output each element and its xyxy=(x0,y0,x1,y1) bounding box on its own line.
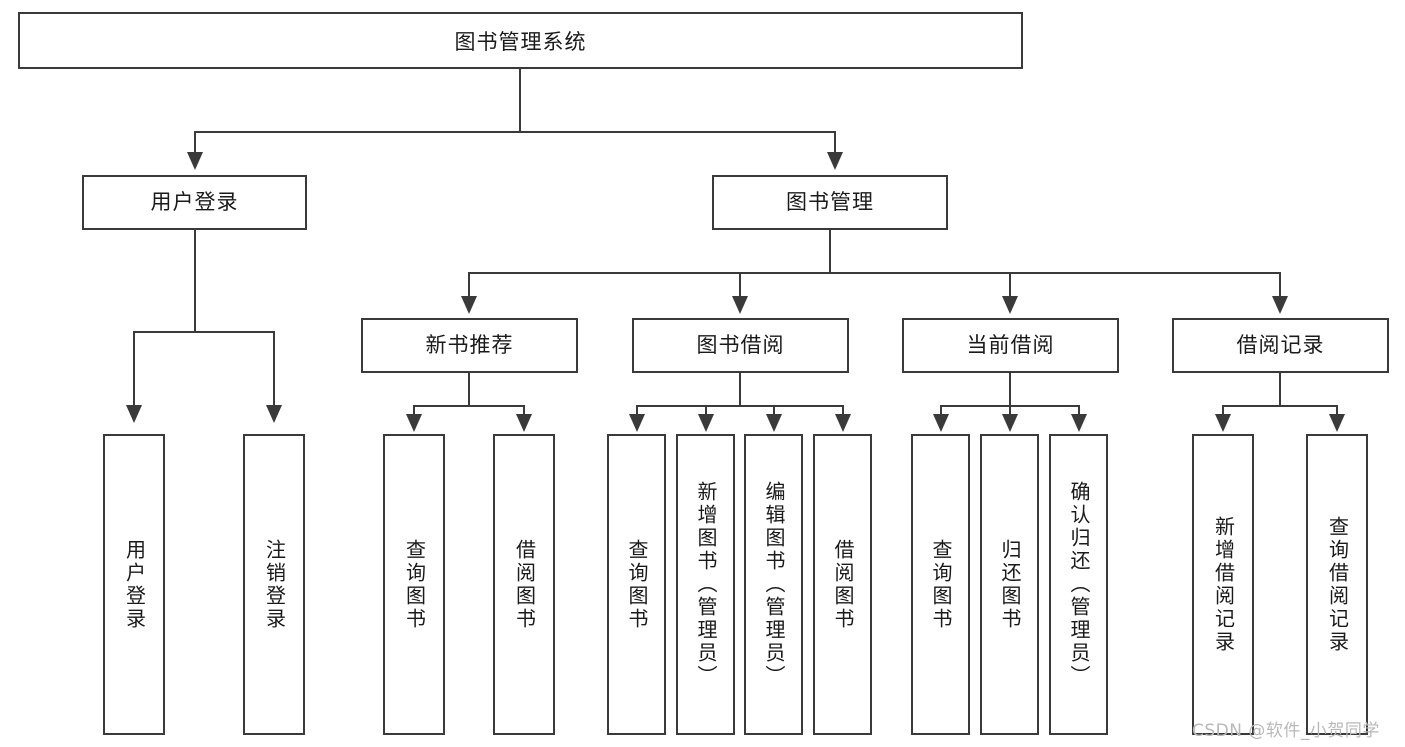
node-label: 借阅记录 xyxy=(1236,332,1325,357)
leaf-label: 确认归还（管理员） xyxy=(1067,481,1091,688)
arrow-user-login-to-leaf-1 xyxy=(266,405,282,423)
connector-book-manage-bus xyxy=(469,272,1281,274)
connector-root-to-user-login xyxy=(194,131,196,156)
arrow-book-manage-to-borrow-record xyxy=(1272,296,1288,314)
leaf-book-borrow-0[interactable]: 查询图书 xyxy=(607,434,666,735)
arrow-borrow-record-to-leaf-1 xyxy=(1329,414,1345,432)
leaf-current-borrow-2[interactable]: 确认归还（管理员） xyxy=(1049,434,1108,735)
leaf-new-book-recommend-0[interactable]: 查询图书 xyxy=(383,434,445,735)
leaf-label: 用户登录 xyxy=(122,538,147,631)
connector-book-manage-stem xyxy=(829,230,831,273)
connector-new-book-bus xyxy=(414,405,525,407)
leaf-book-borrow-2[interactable]: 编辑图书（管理员） xyxy=(744,434,803,735)
arrow-current-borrow-to-leaf-0 xyxy=(933,414,949,432)
connector-new-book-to-leaf-0 xyxy=(413,405,415,419)
connector-borrow-record-to-leaf-1 xyxy=(1336,405,1338,419)
node-root-system[interactable]: 图书管理系统 xyxy=(18,12,1023,69)
connector-current-borrow-to-leaf-2 xyxy=(1078,405,1080,419)
connector-user-login-stem xyxy=(194,230,196,332)
node-book-borrow[interactable]: 图书借阅 xyxy=(632,318,849,373)
node-label: 新书推荐 xyxy=(425,332,514,357)
leaf-new-book-recommend-1[interactable]: 借阅图书 xyxy=(493,434,555,735)
arrow-book-manage-to-new-book xyxy=(461,296,477,314)
connector-book-borrow-to-leaf-2 xyxy=(773,405,775,419)
node-label: 图书管理系统 xyxy=(454,29,587,54)
arrow-book-manage-to-current-borrow xyxy=(1002,296,1018,314)
node-borrow-record[interactable]: 借阅记录 xyxy=(1172,318,1389,373)
connector-current-borrow-stem xyxy=(1009,373,1011,406)
leaf-current-borrow-0[interactable]: 查询图书 xyxy=(911,434,970,735)
connector-user-login-to-leaf-1 xyxy=(273,331,275,409)
connector-new-book-stem xyxy=(468,373,470,406)
connector-root-stem xyxy=(519,69,521,132)
leaf-label: 借阅图书 xyxy=(831,538,855,631)
node-label: 当前借阅 xyxy=(966,332,1055,357)
connector-borrow-record-stem xyxy=(1279,373,1281,406)
watermark-text: CSDN @软件_小贺同学 xyxy=(1192,721,1380,741)
connector-book-borrow-bus xyxy=(637,405,844,407)
leaf-user-login-1[interactable]: 注销登录 xyxy=(243,434,305,735)
leaf-label: 编辑图书（管理员） xyxy=(762,481,786,688)
node-user-login[interactable]: 用户登录 xyxy=(82,175,307,230)
connector-root-bus xyxy=(195,131,836,133)
arrow-new-book-to-leaf-1 xyxy=(516,414,532,432)
leaf-label: 查询图书 xyxy=(402,538,427,631)
node-book-management[interactable]: 图书管理 xyxy=(712,175,948,230)
node-label: 图书管理 xyxy=(786,189,874,214)
arrow-book-manage-to-book-borrow xyxy=(732,296,748,314)
arrow-root-to-user-login xyxy=(187,152,203,170)
leaf-label: 查询图书 xyxy=(625,538,649,631)
node-current-borrow[interactable]: 当前借阅 xyxy=(902,318,1119,373)
leaf-label: 归还图书 xyxy=(998,538,1022,631)
arrow-book-borrow-to-leaf-1 xyxy=(698,414,714,432)
connector-book-manage-to-book-borrow xyxy=(739,272,741,300)
leaf-borrow-record-1[interactable]: 查询借阅记录 xyxy=(1306,434,1368,735)
arrow-borrow-record-to-leaf-0 xyxy=(1215,414,1231,432)
connector-book-borrow-to-leaf-3 xyxy=(842,405,844,419)
connector-book-borrow-to-leaf-0 xyxy=(636,405,638,419)
connector-book-manage-to-current-borrow xyxy=(1009,272,1011,300)
connector-book-manage-to-borrow-record xyxy=(1279,272,1281,300)
connector-user-login-to-leaf-0 xyxy=(133,331,135,409)
connector-book-manage-to-new-book xyxy=(468,272,470,300)
connector-user-login-bus xyxy=(134,331,275,333)
connector-borrow-record-to-leaf-0 xyxy=(1222,405,1224,419)
connector-root-to-book-manage xyxy=(834,131,836,156)
leaf-user-login-0[interactable]: 用户登录 xyxy=(103,434,165,735)
connector-current-borrow-to-leaf-1 xyxy=(1009,405,1011,419)
arrow-new-book-to-leaf-0 xyxy=(406,414,422,432)
connector-current-borrow-to-leaf-0 xyxy=(940,405,942,419)
leaf-borrow-record-0[interactable]: 新增借阅记录 xyxy=(1192,434,1254,735)
node-new-book-recommend[interactable]: 新书推荐 xyxy=(361,318,578,373)
leaf-label: 新增借阅记录 xyxy=(1211,515,1236,654)
connector-new-book-to-leaf-1 xyxy=(523,405,525,419)
node-label: 用户登录 xyxy=(150,189,239,214)
arrow-current-borrow-to-leaf-1 xyxy=(1002,414,1018,432)
leaf-label: 查询借阅记录 xyxy=(1325,515,1350,654)
connector-book-borrow-stem xyxy=(739,373,741,406)
leaf-current-borrow-1[interactable]: 归还图书 xyxy=(980,434,1039,735)
connector-borrow-record-bus xyxy=(1223,405,1337,407)
arrow-book-borrow-to-leaf-3 xyxy=(835,414,851,432)
node-label: 图书借阅 xyxy=(696,332,785,357)
leaf-book-borrow-3[interactable]: 借阅图书 xyxy=(813,434,872,735)
leaf-label: 借阅图书 xyxy=(512,538,537,631)
arrow-book-borrow-to-leaf-0 xyxy=(629,414,645,432)
arrow-book-borrow-to-leaf-2 xyxy=(766,414,782,432)
leaf-label: 新增图书（管理员） xyxy=(694,481,718,688)
leaf-book-borrow-1[interactable]: 新增图书（管理员） xyxy=(676,434,735,735)
leaf-label: 查询图书 xyxy=(929,538,953,631)
connector-book-borrow-to-leaf-1 xyxy=(705,405,707,419)
arrow-current-borrow-to-leaf-2 xyxy=(1071,414,1087,432)
arrow-root-to-book-manage xyxy=(827,152,843,170)
arrow-user-login-to-leaf-0 xyxy=(126,405,142,423)
leaf-label: 注销登录 xyxy=(262,538,287,631)
